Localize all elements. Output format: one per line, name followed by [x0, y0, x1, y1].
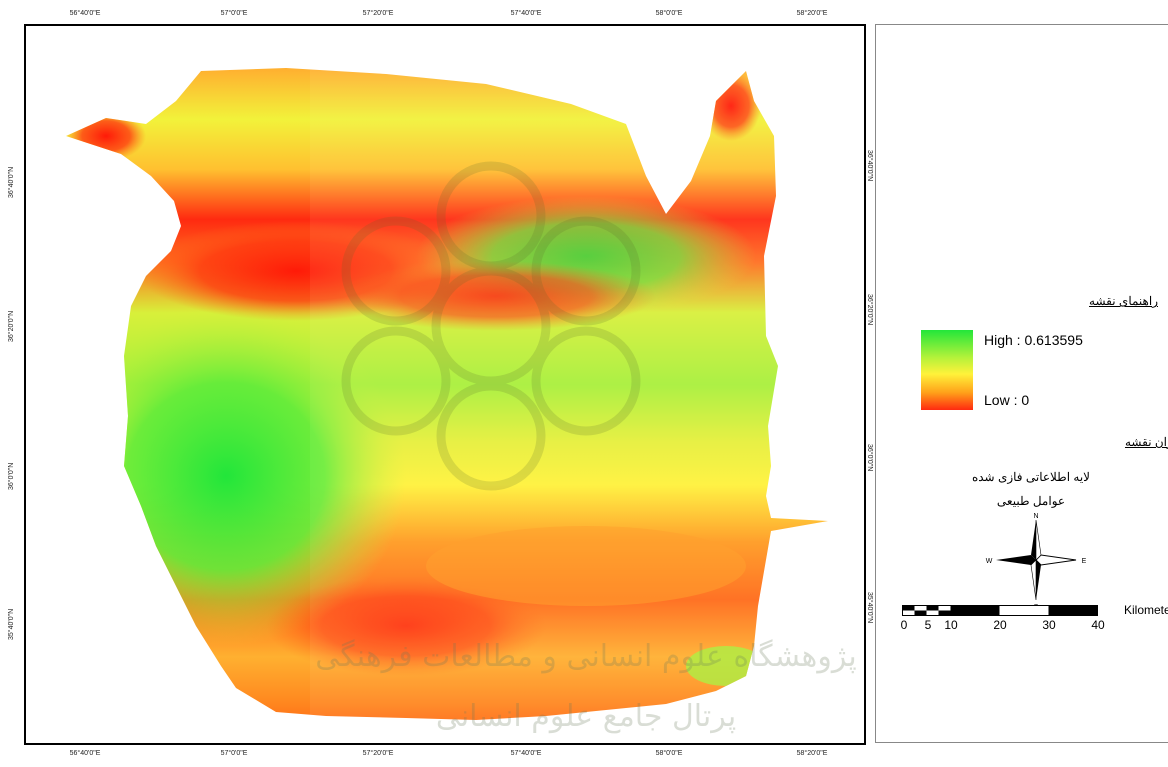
- compass-rose-icon: N S W E: [986, 513, 1087, 610]
- scale-label-0: 0: [900, 618, 908, 632]
- compass-e: E: [1082, 558, 1087, 565]
- compass-w: W: [986, 558, 993, 565]
- bottom-tick-5: 58°0'0"E: [655, 750, 683, 757]
- legend-color-ramp: [921, 330, 973, 410]
- left-tick-1: 36°40'0"N: [8, 166, 15, 198]
- scale-label-30: 30: [1042, 618, 1056, 632]
- map-title-line-2: عوامل طبیعی: [996, 494, 1066, 508]
- top-tick-4: 57°40'0"E: [510, 10, 542, 17]
- scale-unit: Kilometers: [1124, 603, 1168, 617]
- suitability-raster: [66, 68, 828, 720]
- top-tick-1: 56°40'0"E: [69, 10, 101, 17]
- bottom-tick-3: 57°20'0"E: [362, 750, 394, 757]
- compass-n: N: [1033, 513, 1038, 520]
- top-tick-3: 57°20'0"E: [362, 10, 394, 17]
- legend-panel: راهنمای نقشه High : 0.613595 Low : 0 عنو…: [875, 24, 1168, 743]
- top-tick-6: 58°20'0"E: [796, 10, 828, 17]
- scale-bar: Kilometers 0 5 10 20 30 40: [900, 603, 1168, 645]
- scale-label-10: 10: [944, 618, 958, 632]
- left-tick-4: 35°40'0"N: [8, 608, 15, 640]
- left-tick-3: 36°0'0"N: [8, 462, 15, 490]
- bottom-tick-4: 57°40'0"E: [510, 750, 542, 757]
- legend-high-label: High : 0.613595: [984, 332, 1083, 348]
- right-tick-3: 36°0'0"N: [866, 444, 873, 472]
- map-title-line-1: لایه اطلاعاتی فازی شده: [971, 470, 1091, 484]
- scale-bar-graphic: [902, 605, 1098, 616]
- top-tick-2: 57°0'0"E: [220, 10, 248, 17]
- watermark-emblem: [341, 161, 641, 491]
- bottom-tick-1: 56°40'0"E: [69, 750, 101, 757]
- scale-label-40: 40: [1091, 618, 1105, 632]
- right-tick-1: 36°40'0"N: [866, 150, 873, 182]
- bottom-tick-6: 58°20'0"E: [796, 750, 828, 757]
- right-tick-2: 36°20'0"N: [866, 294, 873, 326]
- bottom-tick-2: 57°0'0"E: [220, 750, 248, 757]
- map-canvas: پژوهشگاه علوم انسانی و مطالعات فرهنگی پر…: [66, 68, 857, 734]
- scale-label-20: 20: [993, 618, 1007, 632]
- legend-heading: راهنمای نقشه: [1089, 294, 1158, 308]
- right-tick-4: 35°40'0"N: [866, 592, 873, 624]
- scale-label-5: 5: [924, 618, 932, 632]
- legend-low-label: Low : 0: [984, 392, 1030, 408]
- top-tick-5: 58°0'0"E: [655, 10, 683, 17]
- watermark-text: پژوهشگاه علوم انسانی و مطالعات فرهنگی: [315, 639, 857, 674]
- map-title-heading: عنوان نقشه: [1124, 435, 1168, 449]
- map-frame[interactable]: پژوهشگاه علوم انسانی و مطالعات فرهنگی پر…: [24, 24, 866, 745]
- left-tick-2: 36°20'0"N: [8, 310, 15, 342]
- watermark-text-2: پرتال جامع علوم انسانی: [436, 699, 736, 734]
